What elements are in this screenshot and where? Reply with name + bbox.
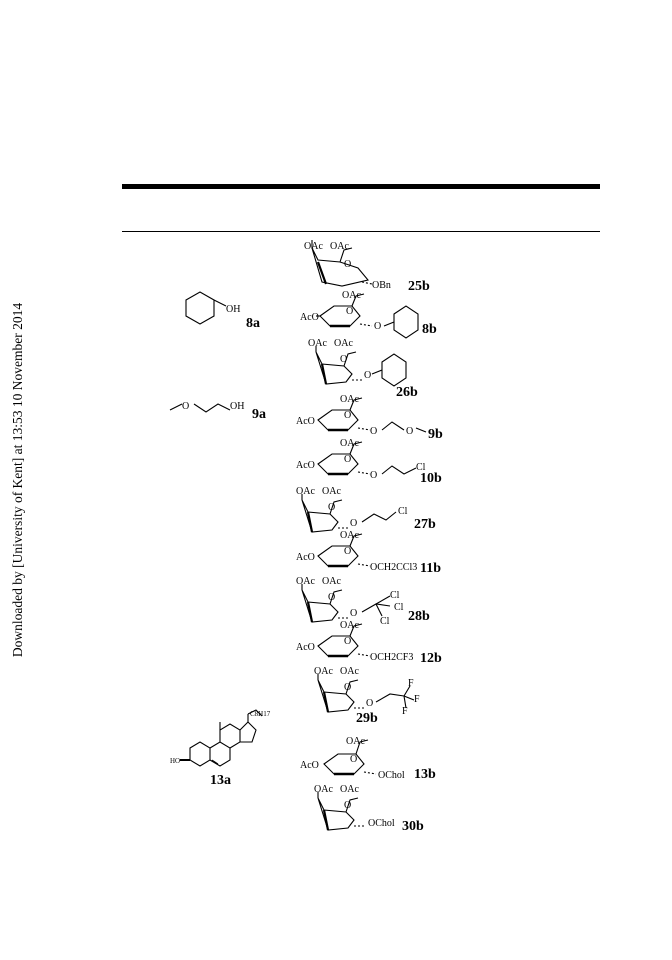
o-28b: O (350, 608, 357, 619)
f-29b-3: F (402, 706, 408, 717)
cl-27b: Cl (398, 506, 408, 517)
o-29b: O (366, 698, 373, 709)
ring-o-11b: O (344, 546, 351, 557)
ring-o-30b: O (344, 800, 351, 811)
compound-9a (169, 403, 231, 413)
oh-9a: OH (230, 401, 244, 412)
label-8a: 8a (246, 316, 260, 331)
oac-11b: OAc (340, 530, 359, 541)
oac-28b-1: OAc (296, 576, 315, 587)
ring-o-27b: O (328, 502, 335, 513)
compound-13a (180, 709, 263, 767)
aco-13b: AcO (300, 760, 319, 771)
ring-o-9b: O (344, 410, 351, 421)
oac-26b-1: OAc (308, 338, 327, 349)
ring-o-13b: O (350, 754, 357, 765)
compound-8a (185, 291, 227, 325)
o-8b: O (374, 321, 381, 332)
aco-8b: AcO (300, 312, 319, 323)
o-10b: O (370, 470, 377, 481)
och2cf3-12b: OCH2CF3 (370, 652, 413, 663)
ochol-30b: OChol (368, 818, 395, 829)
oac-25b-2: OAc (330, 241, 349, 252)
compound-25b (311, 240, 373, 287)
label-10b: 10b (420, 471, 442, 486)
compound-8b (316, 293, 419, 339)
oh-8a: OH (226, 304, 240, 315)
oac-29b-2: OAc (340, 666, 359, 677)
aco-9b: AcO (296, 416, 315, 427)
label-30b: 30b (402, 819, 424, 834)
compound-12b (317, 623, 371, 658)
oac-30b-2: OAc (340, 784, 359, 795)
ring-o-29b: O (344, 682, 351, 693)
oac-30b-1: OAc (314, 784, 333, 795)
label-29b: 29b (356, 711, 378, 726)
oac-25b-1: OAc (304, 241, 323, 252)
compound-28b (301, 584, 391, 623)
o-27b: O (350, 518, 357, 529)
oac-8b: OAc (342, 290, 361, 301)
o-9b-2: O (406, 426, 413, 437)
ring-o-28b: O (328, 592, 335, 603)
compound-13b (323, 739, 377, 776)
cl-28b-3: Cl (380, 616, 390, 627)
ring-o-25b: O (344, 259, 351, 270)
label-11b: 11b (420, 561, 441, 576)
compound-27b (301, 494, 397, 533)
oac-13b: OAc (346, 736, 365, 747)
oac-10b: OAc (340, 438, 359, 449)
label-12b: 12b (420, 651, 442, 666)
oac-26b-2: OAc (334, 338, 353, 349)
ring-o-8b: O (346, 306, 353, 317)
compound-11b (317, 533, 371, 568)
compound-30b (317, 792, 366, 831)
oac-29b-1: OAc (314, 666, 333, 677)
oac-28b-2: OAc (322, 576, 341, 587)
cl-10b: Cl (416, 462, 426, 473)
aco-11b: AcO (296, 552, 315, 563)
ring-o-12b: O (344, 636, 351, 647)
oac-12b: OAc (340, 620, 359, 631)
och2ccl3-11b: OCH2CCl3 (370, 562, 417, 573)
c8h17-13a: C8H17 (250, 710, 271, 718)
oac-27b-1: OAc (296, 486, 315, 497)
f-29b-2: F (414, 694, 420, 705)
label-27b: 27b (414, 517, 436, 532)
compound-10b (317, 441, 417, 476)
ochol-13b: OChol (378, 770, 405, 781)
ho-13a: HO (170, 757, 180, 765)
o-9b-1: O (370, 426, 377, 437)
cl-28b-2: Cl (394, 602, 404, 613)
compound-26b (315, 346, 407, 387)
table-header-rule (122, 231, 600, 232)
label-13b: 13b (414, 767, 436, 782)
compound-9b (317, 397, 427, 433)
obn-25b: OBn (372, 280, 391, 291)
o-9a: O (182, 401, 189, 412)
label-26b: 26b (396, 385, 418, 400)
cl-28b-1: Cl (390, 590, 400, 601)
label-9a: 9a (252, 407, 266, 422)
compound-29b (317, 674, 415, 713)
ring-o-10b: O (344, 454, 351, 465)
label-9b: 9b (428, 427, 443, 442)
table-top-rule (122, 184, 600, 189)
f-29b-1: F (408, 678, 414, 689)
oac-9b: OAc (340, 394, 359, 405)
label-13a: 13a (210, 773, 231, 788)
oac-27b-2: OAc (322, 486, 341, 497)
label-8b: 8b (422, 322, 437, 337)
label-25b: 25b (408, 279, 430, 294)
ring-o-26b: O (340, 354, 347, 365)
aco-12b: AcO (296, 642, 315, 653)
aco-10b: AcO (296, 460, 315, 471)
label-28b: 28b (408, 609, 430, 624)
o-26b: O (364, 370, 371, 381)
